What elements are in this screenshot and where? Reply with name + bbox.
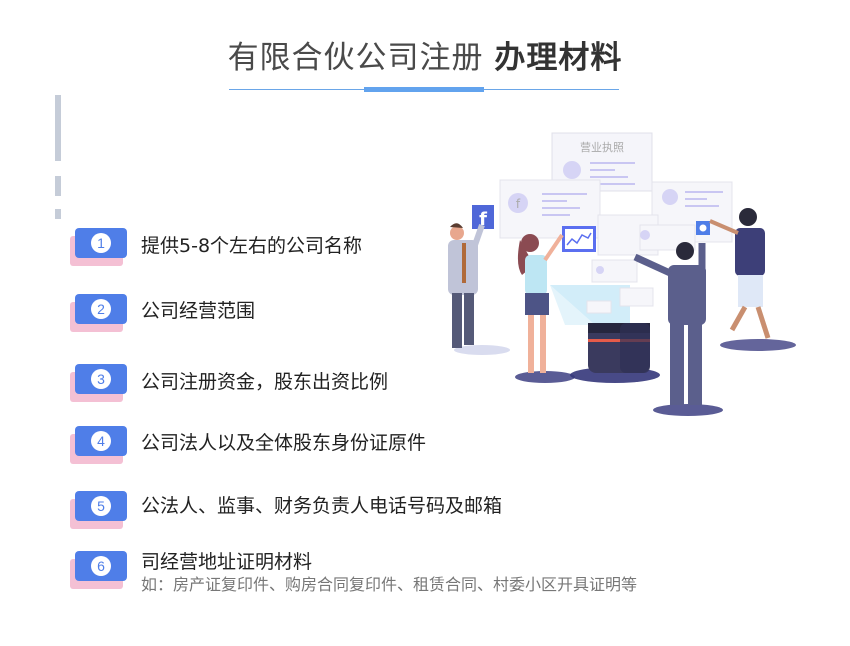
projector: [588, 323, 650, 373]
person-left: [448, 223, 485, 348]
decorative-bar: [55, 95, 61, 161]
svg-text:f: f: [516, 197, 521, 211]
item-text: 公司注册资金，股东出资比例: [141, 371, 389, 393]
title-bold: 办理材料: [494, 40, 623, 76]
item-text: 公法人、监事、财务负责人电话号码及邮箱: [141, 495, 503, 517]
item-text: 司经营地址证明材料: [141, 551, 313, 573]
svg-text:f: f: [479, 209, 487, 230]
item-text: 公司法人以及全体股东身份证原件: [141, 432, 427, 454]
badge-number: 3: [91, 369, 111, 389]
decorative-bar: [55, 209, 61, 219]
team-illustration: 营业执照 f: [430, 125, 810, 425]
twitter-icon: [696, 221, 710, 235]
item-subtext: 如：房产证复印件、购房合同复印件、租赁合同、村委小区开具证明等: [141, 575, 638, 594]
number-badge: 5: [75, 491, 127, 521]
badge-number: 1: [91, 233, 111, 253]
item-text: 提供5-8个左右的公司名称: [141, 235, 363, 257]
badge-number: 5: [91, 496, 111, 516]
svg-text:营业执照: 营业执照: [580, 140, 624, 154]
item-text: 公司经营范围: [141, 300, 256, 322]
number-badge: 4: [75, 426, 127, 456]
decorative-bar: [55, 176, 61, 196]
badge-number: 2: [91, 299, 111, 319]
facebook-icon: f: [472, 205, 494, 230]
person-center: [633, 242, 706, 405]
title-underline-accent: [364, 87, 484, 92]
person-woman: [517, 233, 564, 373]
number-badge: 1: [75, 228, 127, 258]
floor-shadow: [454, 345, 510, 355]
title-regular: 有限合伙公司注册: [227, 40, 495, 76]
chart-icon: [562, 226, 596, 252]
page-title: 有限合伙公司注册 办理材料: [0, 36, 850, 80]
number-badge: 2: [75, 294, 127, 324]
person-right: [709, 208, 771, 339]
number-badge: 3: [75, 364, 127, 394]
number-badge: 6: [75, 551, 127, 581]
badge-number: 6: [91, 556, 111, 576]
badge-number: 4: [91, 431, 111, 451]
